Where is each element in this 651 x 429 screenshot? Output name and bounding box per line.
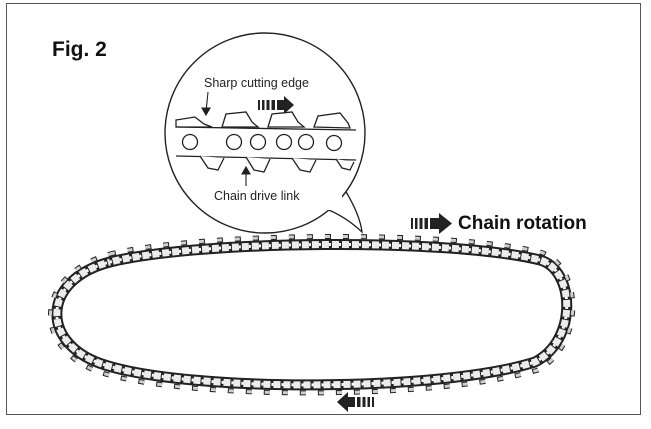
drive-link-tooth (335, 158, 355, 171)
striped-right-arrow-icon (258, 96, 294, 114)
cutting-edge-arrowhead (201, 107, 211, 117)
rivet (275, 133, 293, 151)
cutter-tooth (313, 112, 351, 129)
label-chain-drive-link: Chain drive link (214, 189, 300, 203)
drive-link-tooth (199, 155, 225, 171)
cutter-tooth (267, 111, 306, 128)
drive-link-tooth (291, 157, 317, 173)
chain-loop (48, 233, 576, 396)
rivet (325, 134, 343, 152)
striped-right-arrow-icon (411, 213, 452, 234)
rivet (181, 133, 199, 151)
label-sharp-cutting-edge: Sharp cutting edge (204, 76, 309, 90)
label-chain-rotation: Chain rotation (458, 213, 587, 234)
rivet (249, 133, 267, 151)
drive-link-arrowhead (241, 165, 251, 175)
magnifier-callout (164, 32, 366, 234)
cutter-tooth (221, 111, 260, 128)
rivet (297, 133, 315, 151)
figure-title: Fig. 2 (52, 38, 107, 61)
rivet (225, 133, 243, 151)
chain-closeup (175, 111, 357, 173)
striped-left-arrow-icon (337, 392, 374, 412)
drive-link-tooth (245, 156, 271, 173)
